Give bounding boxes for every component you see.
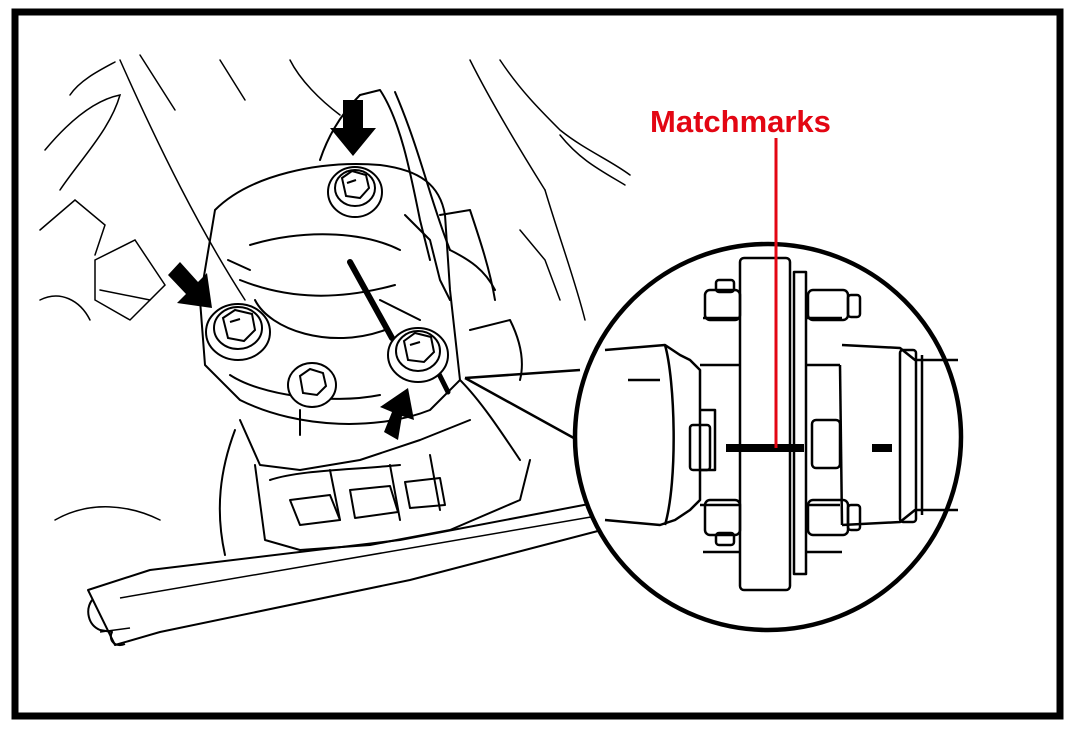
vehicle-body-linework (39, 54, 631, 521)
matchmark-stroke-actual-2 (435, 369, 451, 395)
matchmark-bar-left (726, 444, 804, 452)
differential-housing (199, 89, 531, 556)
arrow-up-icon (380, 388, 414, 440)
bolt-right (387, 327, 449, 383)
arrow-down-icon (330, 100, 376, 156)
bolt-top (327, 166, 383, 218)
callout-label: Matchmarks (650, 104, 831, 139)
bolt-left (205, 303, 271, 361)
magnified-detail (572, 241, 964, 633)
arrow-right-down-icon (168, 262, 212, 308)
matchmark-bar-right (872, 444, 892, 452)
matchmark-stroke-actual (347, 259, 395, 341)
bolt-bottom (287, 362, 337, 408)
